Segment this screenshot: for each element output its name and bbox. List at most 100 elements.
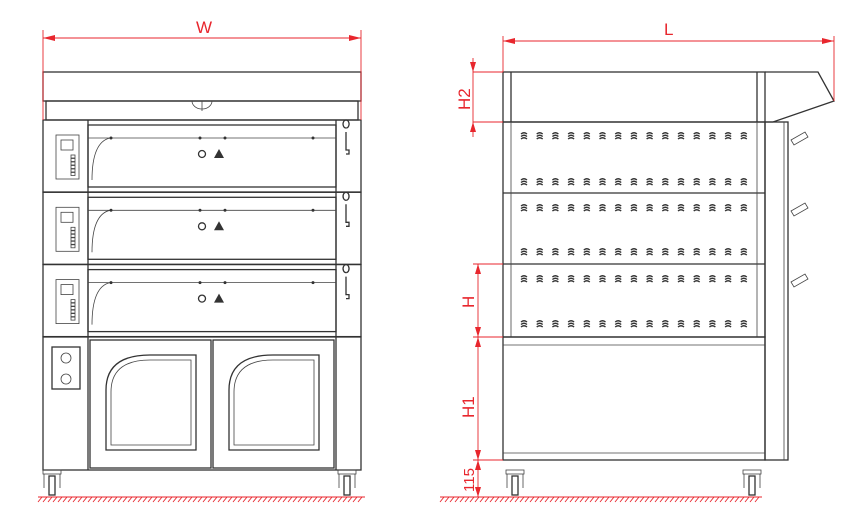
door-window	[105, 354, 197, 451]
side-hood	[502, 71, 766, 123]
vent-louver	[708, 204, 716, 212]
deck-height-dimension: H H1 115	[459, 263, 510, 498]
vent-louver	[693, 204, 701, 212]
vent-louver	[599, 204, 606, 212]
vent-louver	[646, 204, 654, 212]
vent-louver	[646, 275, 654, 283]
warning-icon	[214, 149, 224, 158]
vent-louver	[630, 275, 638, 283]
vent-louver	[551, 178, 559, 186]
vent-louver	[677, 275, 685, 283]
vent-louver	[520, 275, 528, 283]
vent-louver	[551, 132, 559, 140]
warning-icon	[214, 293, 224, 303]
vent-louver	[724, 320, 732, 328]
vent-louver	[724, 248, 732, 256]
vent-louver	[599, 275, 606, 283]
vent-louver	[661, 320, 669, 328]
proofer-height-label: H1	[459, 396, 478, 418]
deck-door	[87, 124, 337, 188]
info-icon	[197, 149, 207, 159]
vent-louver	[583, 275, 591, 283]
vent-louver	[693, 178, 701, 186]
vent-louver	[536, 132, 544, 140]
side-view: L H2 H H1 115	[439, 20, 835, 503]
vent-louver	[677, 320, 685, 328]
vent-louver	[693, 275, 701, 283]
vent-louver	[646, 248, 654, 256]
caster-wheel-icon	[42, 469, 62, 496]
proofer-cabinet	[42, 336, 362, 471]
hood-height-label: H2	[455, 88, 474, 110]
vent-louver	[724, 178, 732, 186]
door-window	[228, 354, 320, 451]
vent-louver	[646, 132, 654, 140]
side-proofer	[502, 336, 766, 461]
vent-louver	[536, 320, 544, 328]
door-handle-icon	[790, 202, 809, 217]
info-icon	[197, 222, 207, 231]
length-label: L	[664, 20, 673, 39]
vent-louver	[630, 132, 638, 140]
vent-louver	[661, 132, 669, 140]
vent-louver	[551, 204, 559, 212]
front-floor-hatch	[37, 496, 365, 503]
vent-louver	[614, 320, 622, 328]
vent-louver	[661, 275, 669, 283]
vent-louver	[520, 320, 528, 328]
vent-louver	[724, 132, 732, 140]
vent-louver	[536, 248, 544, 256]
vent-louver	[583, 132, 591, 140]
info-icon	[197, 294, 207, 303]
vent-louver	[677, 132, 685, 140]
deck-control-panel	[55, 134, 80, 180]
vent-louver	[693, 248, 701, 256]
deck-control-panel	[55, 206, 80, 252]
caster-wheel-icon	[742, 469, 762, 496]
vent-louver	[724, 204, 732, 212]
door-handle-icon	[790, 131, 809, 146]
side-deck-body	[502, 121, 766, 338]
vent-louver	[614, 132, 622, 140]
side-hood-vent	[765, 71, 835, 123]
vent-louver	[693, 132, 701, 140]
vent-louver	[536, 178, 544, 186]
front-hood	[42, 71, 362, 102]
vent-louver	[693, 320, 701, 328]
vent-louver	[583, 248, 591, 256]
hood-lamp-icon	[191, 100, 213, 111]
vent-louver	[567, 320, 575, 328]
oven-deck	[42, 263, 362, 338]
vent-louver	[630, 248, 638, 256]
vent-louver	[677, 248, 685, 256]
width-dimension: W	[42, 18, 362, 120]
vent-louver	[708, 248, 716, 256]
vent-louver	[708, 320, 716, 328]
vent-louver	[740, 132, 748, 140]
vent-louver	[661, 248, 669, 256]
vent-louver	[677, 204, 685, 212]
vent-louver	[740, 275, 748, 283]
proofer-knob-icon	[60, 352, 72, 364]
side-door-profile	[764, 121, 789, 461]
proofer-knob-icon	[60, 373, 72, 385]
vent-louver	[740, 178, 748, 186]
caster-wheel-icon	[505, 469, 525, 496]
proofer-door	[89, 339, 212, 469]
vent-louver	[599, 132, 606, 140]
vent-louver	[551, 248, 559, 256]
vent-louver	[646, 178, 654, 186]
vent-louver	[677, 178, 685, 186]
vent-louver	[520, 204, 528, 212]
vent-louver	[630, 178, 638, 186]
vent-louver	[520, 178, 528, 186]
leg-height-label: 115	[461, 468, 478, 492]
vent-louver	[614, 178, 622, 186]
oven-deck	[42, 119, 362, 193]
vent-louver	[724, 275, 732, 283]
vent-louver	[536, 275, 544, 283]
vent-louver	[630, 320, 638, 328]
vent-louver	[583, 178, 591, 186]
vent-louver	[646, 320, 654, 328]
